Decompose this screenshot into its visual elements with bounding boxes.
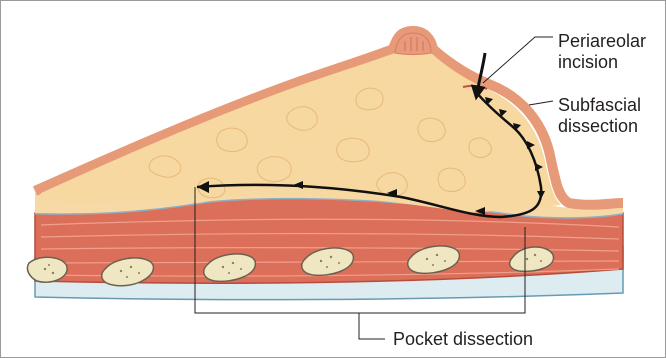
pocket-dissection-label: Pocket dissection — [393, 329, 533, 350]
periareolar-incision-label: Periareolar incision — [558, 31, 646, 73]
subfascial-dissection-label: Subfascial dissection — [558, 95, 641, 137]
subfascial-leader — [529, 101, 553, 105]
rib — [27, 257, 67, 282]
subfascial-label-line2: dissection — [558, 116, 641, 137]
subfascial-label-line1: Subfascial — [558, 95, 641, 116]
periareolar-label-line1: Periareolar — [558, 31, 646, 52]
periareolar-label-line2: incision — [558, 52, 646, 73]
periareolar-leader — [483, 37, 553, 83]
